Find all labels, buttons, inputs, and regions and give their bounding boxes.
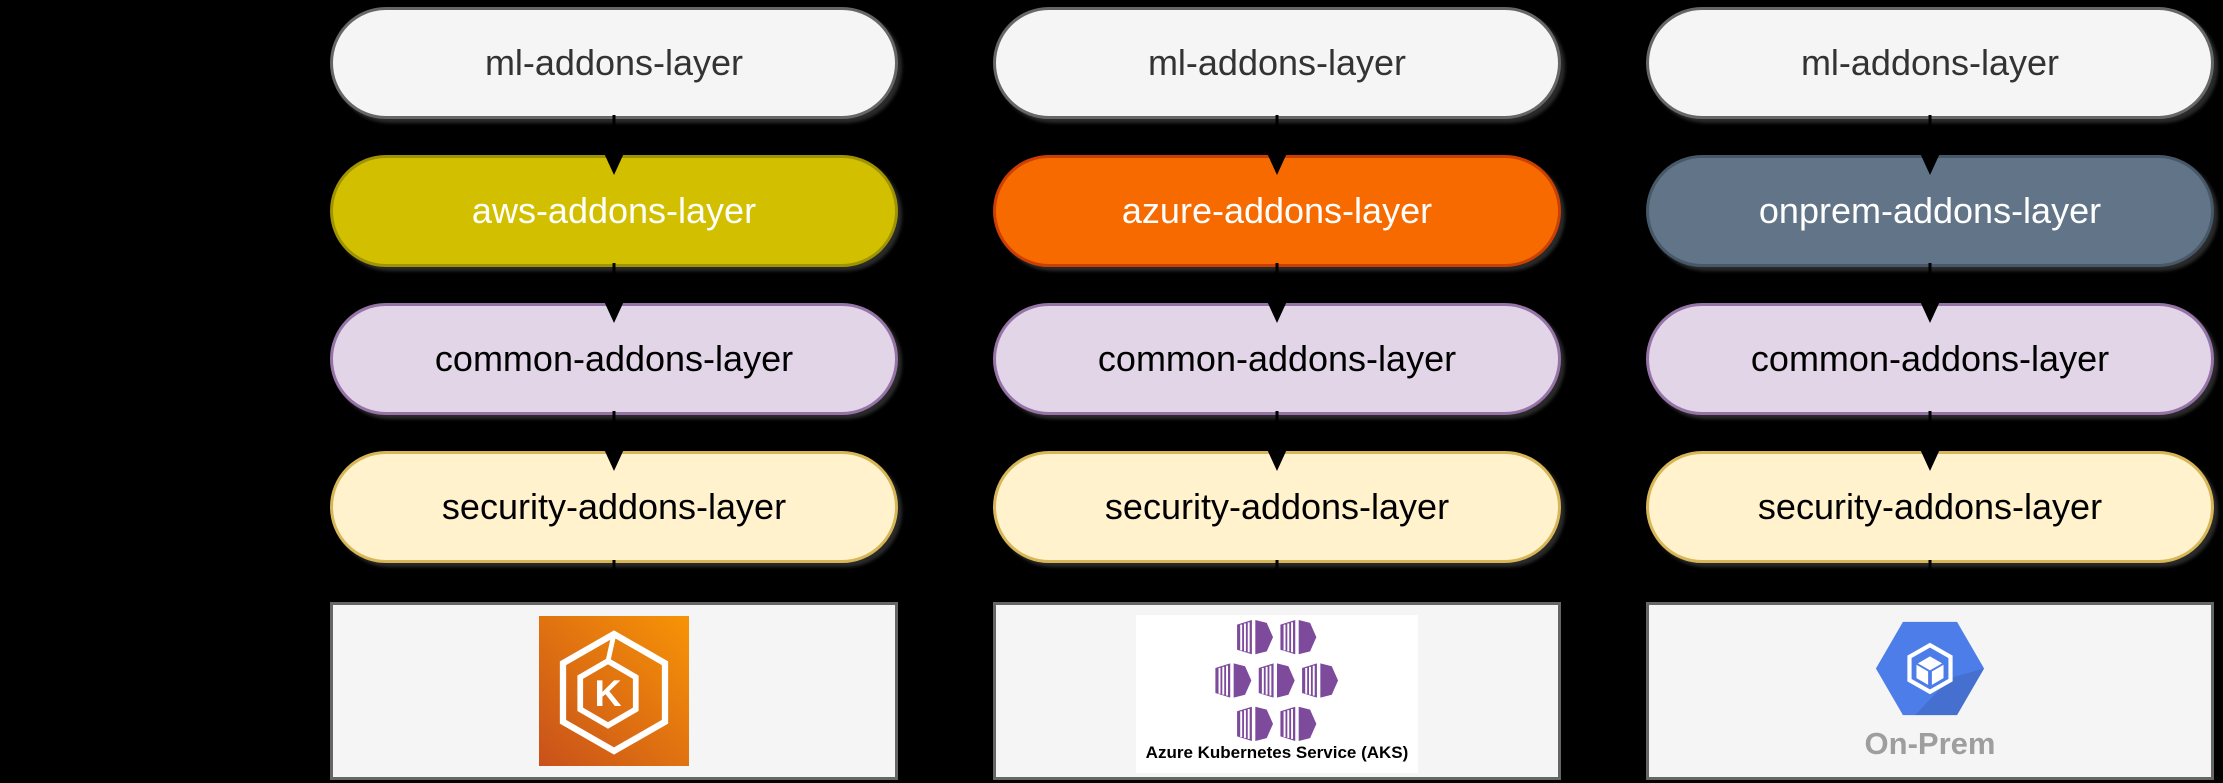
column-aws: ml-addons-layer aws-addons-layer common-… <box>330 0 898 783</box>
svg-text:K: K <box>594 672 621 714</box>
aks-image-panel: Azure Kubernetes Service (AKS) <box>1136 615 1418 773</box>
pill-label: aws-addons-layer <box>471 190 757 231</box>
pill-label: common-addons-layer <box>434 338 794 379</box>
pill-ml-addons-layer: ml-addons-layer <box>1646 7 2214 119</box>
arrow-down-icon <box>1266 411 1288 471</box>
amazon-eks-icon: K <box>539 616 689 766</box>
arrow-down-icon <box>1266 115 1288 175</box>
pill-azure-addons-layer: azure-addons-layer <box>993 155 1561 267</box>
platform-box-onprem: On-Prem <box>1646 602 2214 780</box>
aks-caption: Azure Kubernetes Service (AKS) <box>1145 743 1409 762</box>
pill-label: security-addons-layer <box>441 486 787 527</box>
arrow-down-icon <box>1919 263 1941 323</box>
arrow-down-icon <box>1919 115 1941 175</box>
pill-label: ml-addons-layer <box>484 42 744 83</box>
pill-common-addons-layer: common-addons-layer <box>993 303 1561 415</box>
azure-aks-icon <box>1214 620 1340 741</box>
column-azure: ml-addons-layer azure-addons-layer commo… <box>993 0 1561 783</box>
pill-label: common-addons-layer <box>1750 338 2110 379</box>
pill-label: security-addons-layer <box>1104 486 1450 527</box>
arrow-down-icon <box>1919 411 1941 471</box>
pill-label: azure-addons-layer <box>1121 190 1433 231</box>
arrow-down-icon <box>1266 263 1288 323</box>
pill-security-addons-layer: security-addons-layer <box>993 451 1561 563</box>
arrow-down-icon <box>603 263 625 323</box>
pill-ml-addons-layer: ml-addons-layer <box>330 7 898 119</box>
pill-label: onprem-addons-layer <box>1758 190 2102 231</box>
onprem-caption: On-Prem <box>1864 726 1996 761</box>
pill-ml-addons-layer: ml-addons-layer <box>993 7 1561 119</box>
pill-label: common-addons-layer <box>1097 338 1457 379</box>
pill-label: ml-addons-layer <box>1147 42 1407 83</box>
column-onprem: ml-addons-layer onprem-addons-layer comm… <box>1646 0 2214 783</box>
arrow-down-icon <box>603 411 625 471</box>
onprem-cluster-icon <box>1875 621 1985 716</box>
pill-security-addons-layer: security-addons-layer <box>330 451 898 563</box>
pill-label: security-addons-layer <box>1757 486 2103 527</box>
platform-box-aks: Azure Kubernetes Service (AKS) <box>993 602 1561 780</box>
arrow-down-icon <box>603 115 625 175</box>
pill-label: ml-addons-layer <box>1800 42 2060 83</box>
platform-box-eks: K <box>330 602 898 780</box>
